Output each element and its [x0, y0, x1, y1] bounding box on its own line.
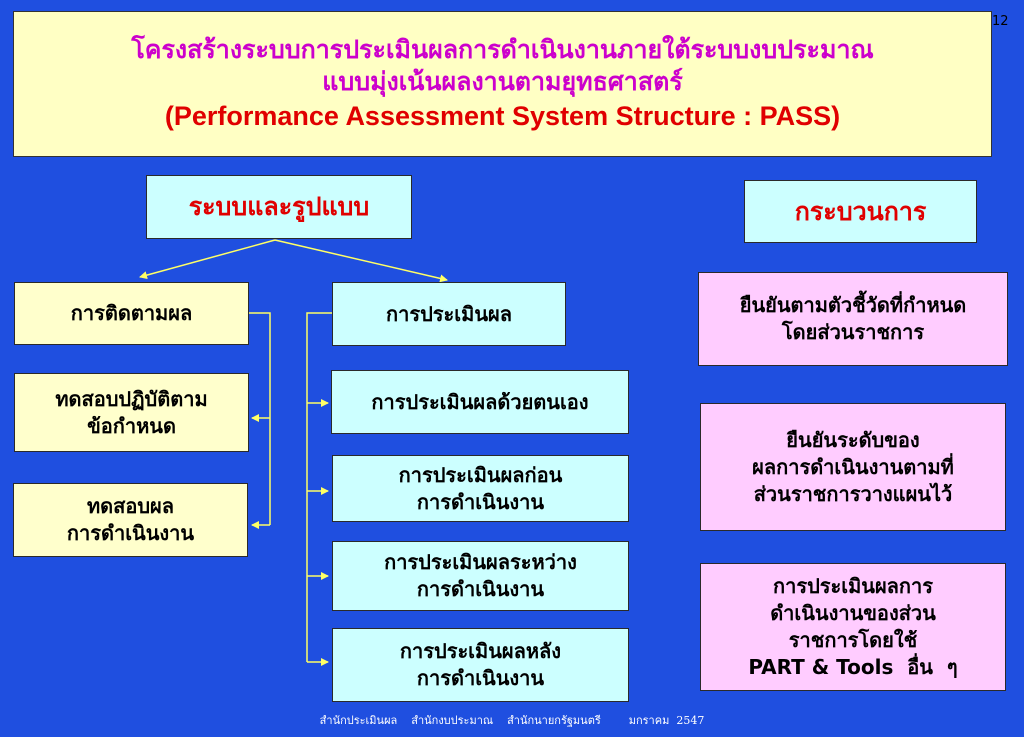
compliance-test-box: ทดสอบปฏิบัติตาม ข้อกำหนด	[14, 373, 249, 452]
self-evaluation-box: การประเมินผลด้วยตนเอง	[331, 370, 629, 434]
title-line-2: แบบมุ่งเน้นผลงานตามยุทธศาสตร์	[322, 67, 683, 97]
title-line-3: (Performance Assessment System Structure…	[164, 100, 841, 131]
box-text-line: การประเมินผลระหว่าง	[384, 550, 577, 574]
process-box-1: ยืนยันตามตัวชี้วัดที่กำหนด โดยส่วนราชการ	[698, 272, 1008, 366]
box-text-line: การประเมินผลหลัง	[399, 639, 562, 663]
box-text-line: ส่วนราชการวางแผนไว้	[753, 481, 953, 506]
right-heading-box: กระบวนการ	[744, 180, 977, 243]
evaluation-title: การประเมินผล	[386, 301, 512, 326]
box-text-line: การดำเนินงาน	[416, 577, 545, 601]
performance-test-box: ทดสอบผล การดำเนินงาน	[13, 483, 248, 557]
box-text-line: ทดสอบปฏิบัติตาม	[55, 386, 208, 411]
box-text-line: การดำเนินงาน	[416, 666, 545, 690]
process-box-2: ยืนยันระดับของ ผลการดำเนินงานตามที่ ส่วน…	[700, 403, 1006, 531]
monitoring-bracket	[249, 312, 271, 525]
box-text-line: PART & Tools อื่น ๆ	[748, 655, 958, 679]
box-text-line: ยืนยันระดับของ	[786, 427, 920, 452]
box-text-line: การดำเนินงาน	[416, 489, 545, 514]
right-heading: กระบวนการ	[794, 196, 927, 226]
evaluation-bracket	[306, 312, 332, 662]
title-line-1: โครงสร้างระบบการประเมินผลการดำเนินงานภาย…	[131, 34, 874, 64]
box-text-line: การดำเนินงาน	[66, 521, 195, 545]
page-number: 12	[992, 14, 1009, 29]
left-heading-box: ระบบและรูปแบบ	[146, 175, 412, 239]
box-text-line: ข้อกำหนด	[87, 413, 176, 438]
box-text-line: ราชการโดยใช้	[788, 628, 918, 652]
pre-evaluation-box: การประเมินผลก่อน การดำเนินงาน	[332, 455, 629, 522]
evaluation-box: การประเมินผล	[332, 282, 566, 346]
mid-evaluation-box: การประเมินผลระหว่าง การดำเนินงาน	[332, 541, 629, 611]
monitoring-title: การติดตามผล	[70, 301, 193, 325]
box-text-line: การประเมินผลก่อน	[398, 462, 563, 487]
post-evaluation-box: การประเมินผลหลัง การดำเนินงาน	[332, 628, 629, 702]
box-text-line: ทดสอบผล	[86, 494, 175, 518]
box-text-line: การประเมินผลด้วยตนเอง	[371, 389, 589, 414]
arrow-to-monitoring	[139, 239, 276, 280]
monitoring-box: การติดตามผล	[14, 282, 249, 345]
process-box-3: การประเมินผลการ ดำเนินงานของส่วน ราชการโ…	[700, 563, 1006, 691]
box-text-line: ผลการดำเนินงานตามที่	[752, 454, 954, 479]
box-text-line: ยืนยันตามตัวชี้วัดที่กำหนด	[739, 293, 967, 317]
box-text-line: การประเมินผลการ	[772, 574, 933, 598]
box-text-line: โดยส่วนราชการ	[781, 320, 925, 344]
arrow-to-evaluation	[274, 239, 448, 283]
footer-credit: สำนักประเมินผล สำนักงบประมาณ สำนักนายกรั…	[319, 714, 705, 727]
left-heading: ระบบและรูปแบบ	[188, 192, 370, 221]
box-text-line: ดำเนินงานของส่วน	[770, 601, 936, 625]
title-box: โครงสร้างระบบการประเมินผลการดำเนินงานภาย…	[13, 11, 992, 157]
